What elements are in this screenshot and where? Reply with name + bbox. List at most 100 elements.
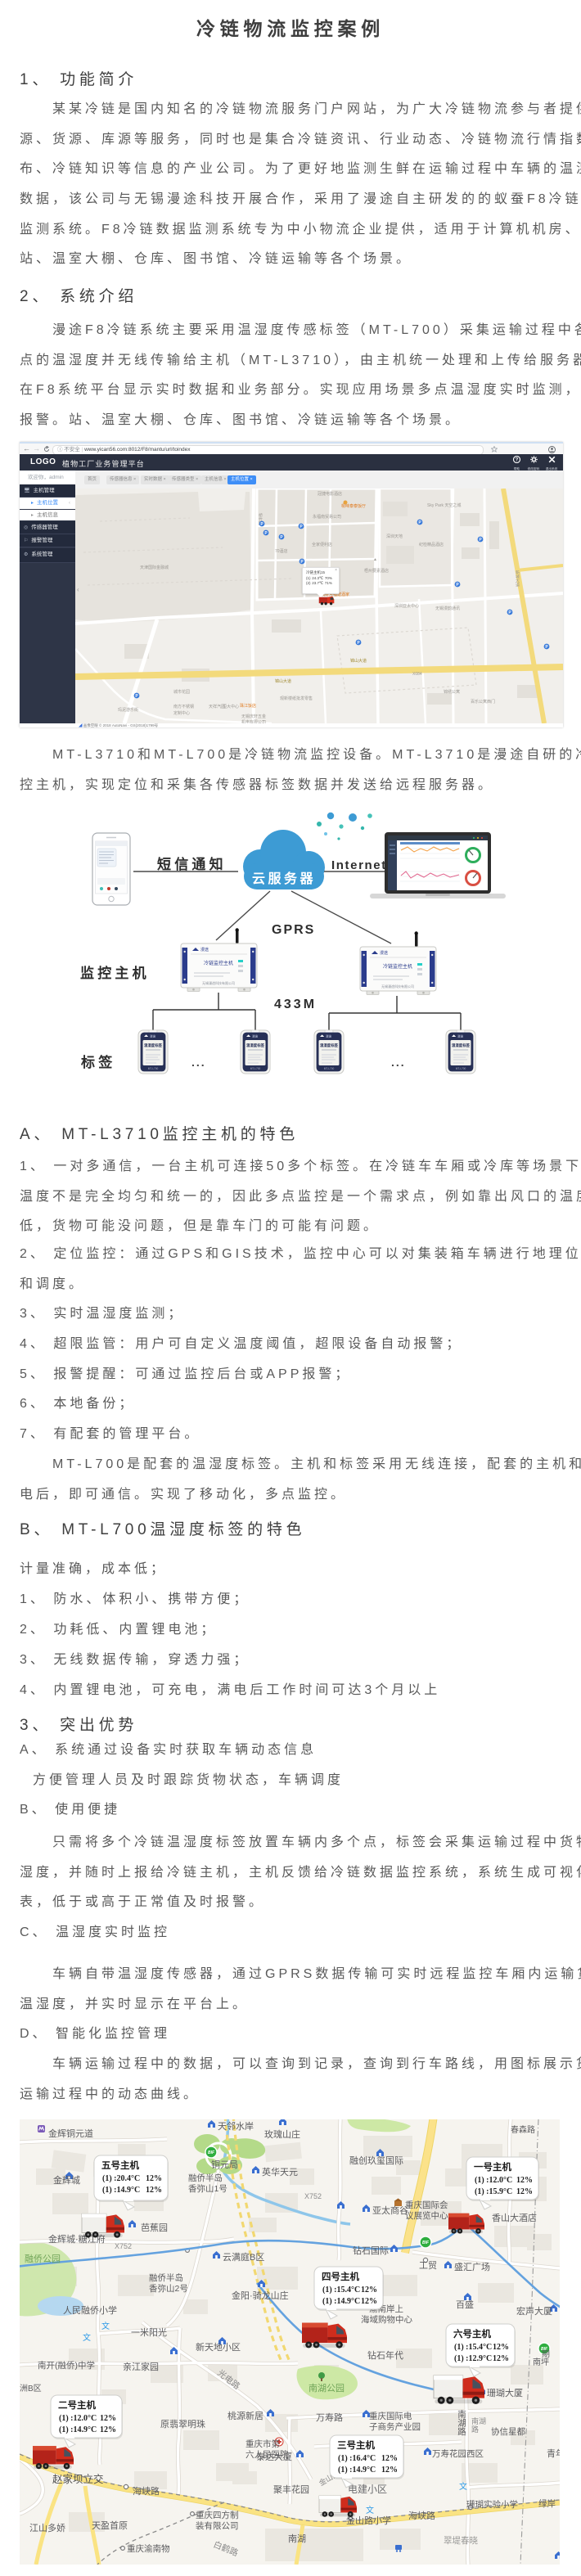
svg-text:珊瑚大厦: 珊瑚大厦 (487, 2387, 523, 2398)
svg-text:芭蕉园: 芭蕉园 (141, 2222, 168, 2233)
svg-text:装有限公司: 装有限公司 (196, 2520, 239, 2531)
svg-text:12%: 12% (516, 2187, 533, 2196)
svg-text:金辉城: 金辉城 (53, 2174, 80, 2186)
svg-text:梧州要素酒店: 梧州要素酒店 (364, 568, 389, 574)
svg-text:六人民医院: 六人民医院 (245, 2449, 289, 2460)
svg-text:路: 路 (471, 2425, 479, 2434)
svg-text:融侨半岛: 融侨半岛 (149, 2272, 183, 2283)
svg-text:人民融侨小学: 人民融侨小学 (63, 2304, 117, 2316)
svg-text:P: P (456, 583, 459, 588)
svg-text:江山多娇: 江山多娇 (29, 2522, 65, 2533)
svg-text:子商务产业园: 子商务产业园 (369, 2421, 421, 2432)
svg-text:12%: 12% (361, 2297, 377, 2306)
svg-text:(1) :12.0°C: (1) :12.0°C (475, 2176, 512, 2185)
svg-text:百乐公寓西门: 百乐公寓西门 (471, 699, 495, 705)
svg-text:12%: 12% (146, 2174, 162, 2183)
svg-text:五号主机: 五号主机 (101, 2159, 139, 2171)
svg-text:南湖路: 南湖路 (457, 2409, 466, 2436)
svg-text:文: 文 (366, 2505, 374, 2515)
svg-text:深圳亚太中心: 深圳亚太中心 (394, 603, 419, 609)
svg-text:钻石年代: 钻石年代 (367, 2349, 403, 2361)
svg-text:锦山大道: 锦山大道 (275, 678, 291, 684)
svg-text:(1) :12.0°C: (1) :12.0°C (59, 2414, 97, 2423)
svg-text:海域购物中心: 海域购物中心 (361, 2314, 412, 2325)
svg-text:香弥山2号: 香弥山2号 (149, 2283, 188, 2294)
svg-text:南湖: 南湖 (471, 2416, 486, 2425)
svg-text:城市花园: 城市花园 (173, 689, 190, 695)
svg-text:(1) :15.4°C: (1) :15.4°C (454, 2343, 492, 2352)
svg-text:观新楼纸批发零售: 观新楼纸批发零售 (280, 696, 313, 701)
svg-text:三号主机: 三号主机 (337, 2439, 375, 2451)
svg-text:(1) :14.9°C: (1) :14.9°C (338, 2466, 376, 2475)
svg-text:P: P (135, 694, 138, 699)
svg-text:70酒店: 70酒店 (275, 548, 288, 554)
svg-text:Internet: Internet (331, 858, 387, 872)
svg-text:重庆市第: 重庆市第 (245, 2439, 280, 2449)
svg-text:工贸: 工贸 (419, 2260, 437, 2271)
svg-text:P: P (418, 520, 421, 525)
svg-text:赵家坝立交: 赵家坝立交 (52, 2473, 104, 2485)
svg-text:南开(融侨)中学: 南开(融侨)中学 (38, 2360, 95, 2371)
svg-text:全家便利店: 全家便利店 (312, 542, 332, 547)
svg-text:P: P (300, 560, 304, 565)
svg-text:春森路: 春森路 (511, 2124, 535, 2135)
svg-text:金山路小学: 金山路小学 (346, 2515, 391, 2526)
svg-text:南坪: 南坪 (533, 2357, 549, 2367)
svg-text:(1) :15.9°C: (1) :15.9°C (475, 2187, 512, 2196)
svg-text:永福南贸易公司: 永福南贸易公司 (313, 514, 341, 520)
svg-text:融侨公园: 融侨公园 (25, 2254, 61, 2264)
svg-text:12%: 12% (493, 2343, 509, 2352)
svg-text:融创玖玺国际: 融创玖玺国际 (349, 2155, 403, 2166)
svg-text:12%: 12% (100, 2425, 116, 2434)
svg-text:(1) :15.4°C: (1) :15.4°C (322, 2286, 360, 2295)
svg-text:四号主机: 四号主机 (322, 2271, 359, 2282)
svg-text:P: P (260, 522, 263, 527)
svg-text:P: P (300, 525, 303, 529)
svg-text:(1) :14.9°C: (1) :14.9°C (59, 2425, 97, 2434)
svg-text:12%: 12% (516, 2176, 533, 2185)
svg-text:南湖公园: 南湖公园 (309, 2383, 345, 2394)
svg-text:...: ... (391, 1056, 406, 1069)
svg-text:云满庭B区: 云满庭B区 (223, 2251, 264, 2263)
svg-text:六号主机: 六号主机 (453, 2328, 491, 2340)
svg-text:玫瑰山庄: 玫瑰山庄 (264, 2128, 300, 2140)
svg-text:Sky Park 天空之城: Sky Park 天空之城 (427, 502, 461, 508)
svg-text:文: 文 (101, 2321, 110, 2331)
svg-text:金辉铜元道: 金辉铜元道 (48, 2128, 93, 2139)
svg-text:英华天元: 英华天元 (262, 2166, 298, 2177)
svg-text:P: P (264, 531, 268, 536)
svg-text:机电有限公司: 机电有限公司 (241, 719, 266, 723)
svg-text:文: 文 (83, 2332, 91, 2343)
svg-text:天邻水岸: 天邻水岸 (218, 2121, 254, 2132)
svg-text:铜元局: 铜元局 (211, 2159, 238, 2170)
svg-text:无锡庆轩五金: 无锡庆轩五金 (241, 714, 266, 719)
svg-text:文: 文 (459, 2481, 467, 2492)
svg-text:定制中心: 定制中心 (173, 710, 190, 716)
svg-text:议展览中心: 议展览中心 (405, 2210, 448, 2221)
svg-text:X752: X752 (115, 2242, 132, 2250)
svg-text:万寿路: 万寿路 (316, 2412, 343, 2423)
svg-text:桥竹路: 桥竹路 (258, 512, 263, 526)
svg-text:珠江饭店: 珠江饭店 (240, 703, 256, 709)
svg-text:金阳·骑龙山庄: 金阳·骑龙山庄 (232, 2290, 289, 2301)
svg-text:天盈首原: 天盈首原 (92, 2520, 128, 2531)
svg-text:聚丰花园: 聚丰花园 (273, 2484, 309, 2495)
svg-text:标签: 标签 (81, 1054, 115, 1070)
svg-text:恒大中心: 恒大中心 (223, 704, 239, 709)
svg-text:监控主机: 监控主机 (80, 965, 150, 981)
svg-text:12%: 12% (381, 2466, 398, 2475)
svg-text:盛汇广场: 盛汇广场 (454, 2261, 490, 2272)
svg-text:泰达大厦: 泰达大厦 (256, 2451, 292, 2462)
svg-text:重庆国际会: 重庆国际会 (405, 2200, 448, 2210)
svg-text:协信星都: 协信星都 (491, 2426, 525, 2437)
svg-text:一号主机: 一号主机 (474, 2161, 511, 2173)
svg-text:桐味泰泰饭厅: 桐味泰泰饭厅 (341, 503, 366, 509)
svg-text:青年: 青年 (547, 2448, 560, 2459)
svg-text:原翡翠明珠: 原翡翠明珠 (160, 2418, 205, 2430)
svg-text:玛泥游乐街: 玛泥游乐街 (118, 707, 138, 713)
svg-text:(1) :14.9°C: (1) :14.9°C (102, 2186, 140, 2195)
svg-text:新城大道: 新城大道 (515, 570, 520, 588)
svg-text:P: P (280, 535, 283, 540)
svg-text:...: ... (191, 1056, 206, 1069)
svg-text:桃源新居: 桃源新居 (227, 2410, 263, 2421)
